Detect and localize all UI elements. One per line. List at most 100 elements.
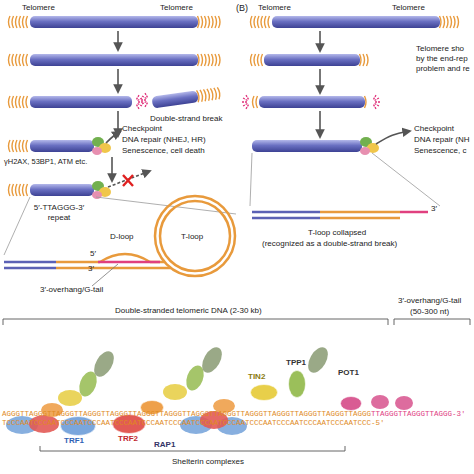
telomere-repeat bbox=[210, 88, 213, 100]
zoom-line bbox=[96, 197, 236, 214]
break-mark bbox=[374, 105, 377, 109]
chromatin-bar bbox=[30, 140, 94, 152]
telomere-repeat bbox=[19, 184, 21, 196]
chromatin-bar bbox=[30, 54, 198, 66]
telomere-repeat bbox=[256, 96, 258, 108]
dimension-label: Double-stranded telomeric DNA (2-30 kb) bbox=[115, 306, 262, 316]
g-tail-strand bbox=[400, 211, 428, 214]
telomere-repeat bbox=[457, 16, 459, 28]
structure-note: (recognized as a double-strand break) bbox=[262, 239, 397, 249]
bracket bbox=[3, 319, 388, 325]
telomere-repeat bbox=[19, 16, 21, 28]
telomere-repeat bbox=[208, 16, 210, 28]
telomere-repeat bbox=[9, 16, 11, 28]
telomere-repeat bbox=[197, 90, 200, 102]
panel-letter: (B) bbox=[236, 3, 248, 13]
flow-arrow bbox=[106, 132, 120, 143]
structure-label: 3′-overhang/G-tail bbox=[40, 285, 103, 295]
telomere-repeat bbox=[365, 96, 367, 108]
protein-outline bbox=[289, 371, 306, 398]
telomere-repeat bbox=[9, 184, 11, 196]
outcome-label: Checkpoint bbox=[414, 124, 454, 134]
flow-arrow bbox=[117, 31, 119, 50]
shelterin-protein bbox=[90, 348, 118, 380]
telomere-repeat bbox=[207, 89, 210, 101]
telomere-repeat bbox=[268, 16, 270, 28]
end-label: 3′ bbox=[88, 264, 94, 274]
telomere-repeat bbox=[19, 140, 21, 152]
break-mark bbox=[375, 98, 379, 101]
telomere-repeat bbox=[23, 54, 25, 66]
telomere-repeat bbox=[198, 54, 200, 66]
bracket bbox=[394, 319, 470, 325]
outcome-label: Senescence, c bbox=[414, 146, 466, 156]
telomere-repeat bbox=[26, 54, 28, 66]
telomere-repeat bbox=[205, 16, 207, 28]
telomere-repeat bbox=[215, 54, 217, 66]
telomere-repeat bbox=[258, 16, 260, 28]
telomere-repeat bbox=[19, 54, 21, 66]
protein-outline bbox=[341, 397, 362, 411]
protein-list: γH2AX, 53BP1, ATM etc. bbox=[4, 157, 87, 167]
repair-protein bbox=[360, 147, 370, 155]
telomere-repeat bbox=[26, 96, 28, 108]
chromosome bbox=[251, 16, 459, 28]
dna-sequence: AGGGTTAGGGTTAGGGTTAGGGTTAGGGTTAGGGTTAGGG… bbox=[2, 410, 371, 418]
leader-line bbox=[92, 264, 118, 286]
telomere-repeat bbox=[447, 16, 449, 28]
shelterin-protein bbox=[304, 344, 332, 376]
telomere-repeat bbox=[253, 96, 255, 108]
telomere-repeat bbox=[454, 16, 456, 28]
flow-arrow bbox=[117, 69, 119, 92]
event-label: Double-strand break bbox=[150, 114, 222, 124]
dna-strand bbox=[320, 211, 400, 214]
telomere-repeat bbox=[251, 16, 253, 28]
flow-arrow bbox=[319, 111, 321, 137]
chromosome bbox=[151, 87, 220, 108]
telomere-repeat bbox=[9, 96, 11, 108]
telomere-repeat bbox=[12, 16, 14, 28]
telomere-repeat bbox=[16, 140, 18, 152]
structure-label: D-loop bbox=[110, 232, 134, 242]
telomere-repeat bbox=[360, 54, 362, 66]
dna-strand bbox=[320, 217, 400, 220]
structure-label: T-loop bbox=[181, 232, 203, 242]
telomere-repeat bbox=[363, 54, 365, 66]
chromosome bbox=[251, 54, 369, 66]
chromatin-bar bbox=[30, 184, 94, 196]
flow-arrow bbox=[376, 131, 410, 144]
chromosome bbox=[253, 96, 367, 108]
dna-strand bbox=[4, 261, 56, 264]
protein-outline bbox=[251, 385, 278, 401]
telomere-repeat bbox=[254, 54, 256, 66]
telomere-repeat bbox=[251, 54, 253, 66]
flow-arrow bbox=[319, 31, 321, 51]
break-mark bbox=[137, 105, 140, 109]
shelterin-protein bbox=[58, 390, 82, 406]
shelterin-protein bbox=[198, 344, 226, 376]
outcome-label: DNA repair (NH bbox=[414, 135, 470, 145]
telomere-repeat bbox=[12, 96, 14, 108]
telomere-repeat bbox=[12, 140, 14, 152]
break-mark bbox=[375, 104, 379, 107]
shelterin-protein bbox=[371, 395, 389, 409]
end-label: 5′ bbox=[90, 249, 96, 259]
region-label: Telomere bbox=[22, 3, 55, 13]
telomere-repeat bbox=[215, 16, 217, 28]
telomere-repeat bbox=[214, 88, 217, 100]
telomere-repeat bbox=[26, 140, 28, 152]
telomere-repeat bbox=[26, 16, 28, 28]
break-mark bbox=[142, 96, 146, 99]
break-mark bbox=[375, 101, 380, 102]
chromatin-bar bbox=[252, 140, 362, 152]
telomere-repeat bbox=[203, 89, 206, 101]
region-label: Telomere bbox=[160, 3, 193, 13]
outcome-label: DNA repair (NHEJ, HR) bbox=[122, 135, 206, 145]
zoom-line bbox=[372, 153, 440, 206]
break-mark bbox=[243, 98, 247, 101]
telomere-repeat bbox=[198, 16, 200, 28]
protein-label: POT1 bbox=[338, 368, 359, 378]
chromosome bbox=[9, 54, 221, 66]
